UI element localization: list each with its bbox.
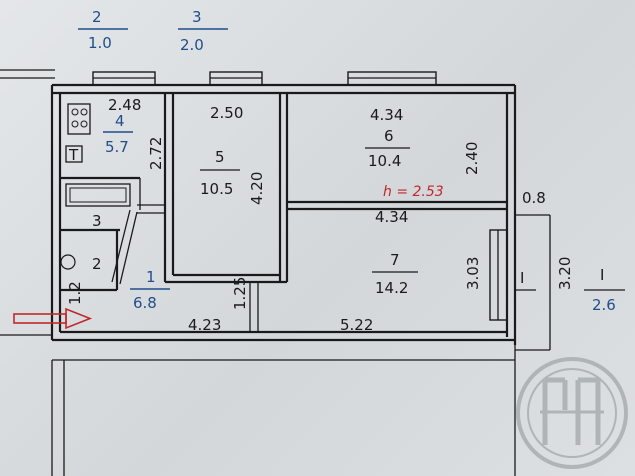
burner-icon	[80, 108, 88, 116]
burner-icon	[80, 120, 88, 128]
top-area-3: 2.0	[180, 36, 204, 54]
dim-4-34-mid: 4.34	[375, 208, 408, 226]
dim-1-25: 1.25	[231, 277, 249, 310]
balcony-outer-number: I	[600, 266, 604, 284]
dim-2-72: 2.72	[147, 137, 165, 170]
room-1-area: 6.8	[133, 294, 157, 312]
dim-0-8: 0.8	[522, 189, 546, 207]
room-6-area: 10.4	[368, 152, 401, 170]
dim-5-22: 5.22	[340, 316, 373, 334]
room-1-number: 1	[146, 268, 156, 286]
bathtub-icon	[65, 183, 131, 207]
room-4-area: 5.7	[105, 138, 129, 156]
burner-icon	[71, 120, 79, 128]
dim-1-2: 1.2	[66, 281, 84, 305]
dim-2-40: 2.40	[463, 142, 481, 175]
balcony-label: I	[520, 269, 524, 287]
top-area-2: 1.0	[88, 34, 112, 52]
room-7-area: 14.2	[375, 279, 408, 297]
sink-mark: T	[68, 146, 79, 164]
dim-4-20: 4.20	[248, 172, 266, 205]
toilet-icon	[60, 254, 76, 270]
dim-4-34-top: 4.34	[370, 106, 403, 124]
room-3-number: 3	[92, 212, 102, 230]
room-5-area: 10.5	[200, 180, 233, 198]
top-number-2: 2	[92, 8, 102, 26]
dim-2-50: 2.50	[210, 104, 243, 122]
ceiling-height-note: h = 2.53	[383, 184, 444, 200]
dim-3-03: 3.03	[464, 257, 482, 290]
door-swing-1	[111, 209, 131, 283]
stamp-logo-icon	[516, 357, 628, 469]
balcony-outer-area: 2.6	[592, 296, 616, 314]
stove-icon	[67, 103, 91, 135]
room-6-number: 6	[384, 127, 394, 145]
top-number-3: 3	[192, 8, 202, 26]
dim-2-48: 2.48	[108, 96, 141, 114]
room-4-number: 4	[115, 112, 125, 130]
burner-icon	[71, 108, 79, 116]
room-2-number: 2	[92, 255, 102, 273]
room-5-number: 5	[215, 148, 225, 166]
room-7-number: 7	[390, 251, 400, 269]
bathtub-inner	[69, 187, 127, 203]
dim-4-23: 4.23	[188, 316, 221, 334]
entrance-arrow-icon	[13, 307, 93, 330]
dim-3-20: 3.20	[556, 257, 574, 290]
sink-icon	[65, 145, 83, 163]
door-swing-2	[119, 211, 138, 285]
